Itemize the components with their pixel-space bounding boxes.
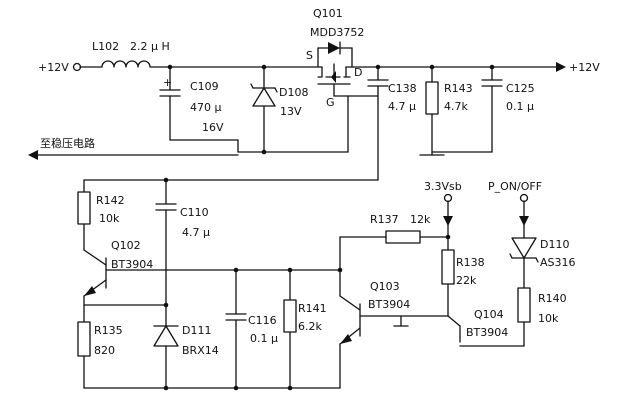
q102-part: BT3904 — [111, 258, 153, 271]
transistor-q103: Q103 BT3904 — [339, 269, 449, 389]
diode-d111: D111 BRX14 — [153, 277, 219, 389]
r142-ref: R142 — [96, 194, 125, 207]
r135-ref: R135 — [94, 324, 123, 337]
transistor-q102: Q102 BT3904 — [83, 239, 341, 297]
q102-ref: Q102 — [111, 239, 141, 252]
resistor-r142: R142 10k — [77, 179, 125, 251]
r138-ref: R138 — [456, 256, 485, 269]
r143-value: 4.7k — [444, 100, 468, 113]
c125-ref: C125 — [506, 82, 535, 95]
r137-value: 12k — [410, 213, 431, 226]
resistor-r143: R143 4.7k — [419, 66, 473, 156]
r140-ref: R140 — [538, 292, 567, 305]
mosfet-q101: Q101 MDD3752 S D G — [306, 7, 379, 109]
resistor-r141: R141 6.2k — [283, 269, 327, 389]
q101-pin-d: D — [354, 66, 362, 79]
l102-value: 2.2 μ H — [130, 40, 170, 53]
q101-pin-g: G — [326, 96, 335, 109]
standby-rail: 3.3Vsb — [424, 180, 462, 251]
regulator-label: 至稳压电路 — [40, 136, 95, 150]
c109-value: 470 μ — [190, 101, 222, 114]
q104-part: BT3904 — [466, 326, 508, 339]
r143-ref: R143 — [444, 82, 473, 95]
q101-ref: Q101 — [313, 7, 343, 20]
c110-ref: C110 — [180, 206, 209, 219]
d110-ref: D110 — [540, 238, 569, 251]
capacitor-c110: C110 4.7 μ — [155, 179, 210, 279]
d108-ref: D108 — [279, 86, 308, 99]
q101-part: MDD3752 — [310, 26, 364, 39]
input-rail: +12V — [38, 61, 103, 74]
d111-value: BRX14 — [182, 344, 219, 357]
resistor-r135: R135 820 — [77, 321, 123, 389]
transistor-q104: Q104 BT3904 — [447, 308, 508, 343]
r141-value: 6.2k — [298, 320, 322, 333]
c109-polarity: + — [163, 76, 172, 89]
c125-value: 0.1 μ — [506, 100, 534, 113]
output-rail-label: +12V — [569, 61, 600, 74]
input-rail-label: +12V — [38, 61, 69, 74]
q104-ref: Q104 — [474, 308, 504, 321]
resistor-r137: R137 12k — [370, 213, 449, 244]
inductor-l102: L102 2.2 μ H — [92, 40, 170, 68]
sb-rail-label: 3.3Vsb — [424, 180, 462, 193]
d111-ref: D111 — [182, 324, 211, 337]
regulator-feed: 至稳压电路 — [28, 136, 239, 160]
d108-value: 13V — [280, 105, 302, 118]
output-rail: +12V — [556, 61, 600, 74]
r141-ref: R141 — [298, 302, 327, 315]
q101-pin-s: S — [306, 49, 313, 62]
q103-part: BT3904 — [368, 298, 410, 311]
r138-value: 22k — [456, 274, 477, 287]
c109-voltage: 16V — [202, 121, 224, 134]
r135-value: 820 — [94, 344, 115, 357]
pon-rail-label: P_ON/OFF — [488, 180, 542, 193]
zener-d108: D108 13V — [250, 66, 308, 153]
r140-value: 10k — [538, 312, 559, 325]
c138-ref: C138 — [388, 82, 417, 95]
pon-rail: P_ON/OFF — [488, 180, 542, 239]
c138-value: 4.7 μ — [388, 100, 416, 113]
c116-value: 0.1 μ — [250, 332, 278, 345]
q103-ref: Q103 — [370, 280, 400, 293]
c109-ref: C109 — [190, 80, 219, 93]
r142-value: 10k — [99, 212, 120, 225]
zener-d110: D110 AS316 — [509, 237, 576, 289]
c116-ref: C116 — [248, 314, 277, 327]
resistor-r138: R138 22k — [441, 249, 485, 317]
capacitor-c109: + C109 470 μ 16V — [159, 66, 224, 141]
capacitor-c125: C125 0.1 μ — [431, 66, 535, 153]
r137-ref: R137 — [370, 213, 399, 226]
d110-value: AS316 — [540, 256, 576, 269]
capacitor-c116: C116 0.1 μ — [225, 269, 278, 389]
resistor-r140: R140 10k — [459, 287, 567, 347]
c110-value: 4.7 μ — [182, 226, 210, 239]
l102-ref: L102 — [92, 40, 119, 53]
capacitor-c138: C138 4.7 μ — [367, 66, 417, 181]
